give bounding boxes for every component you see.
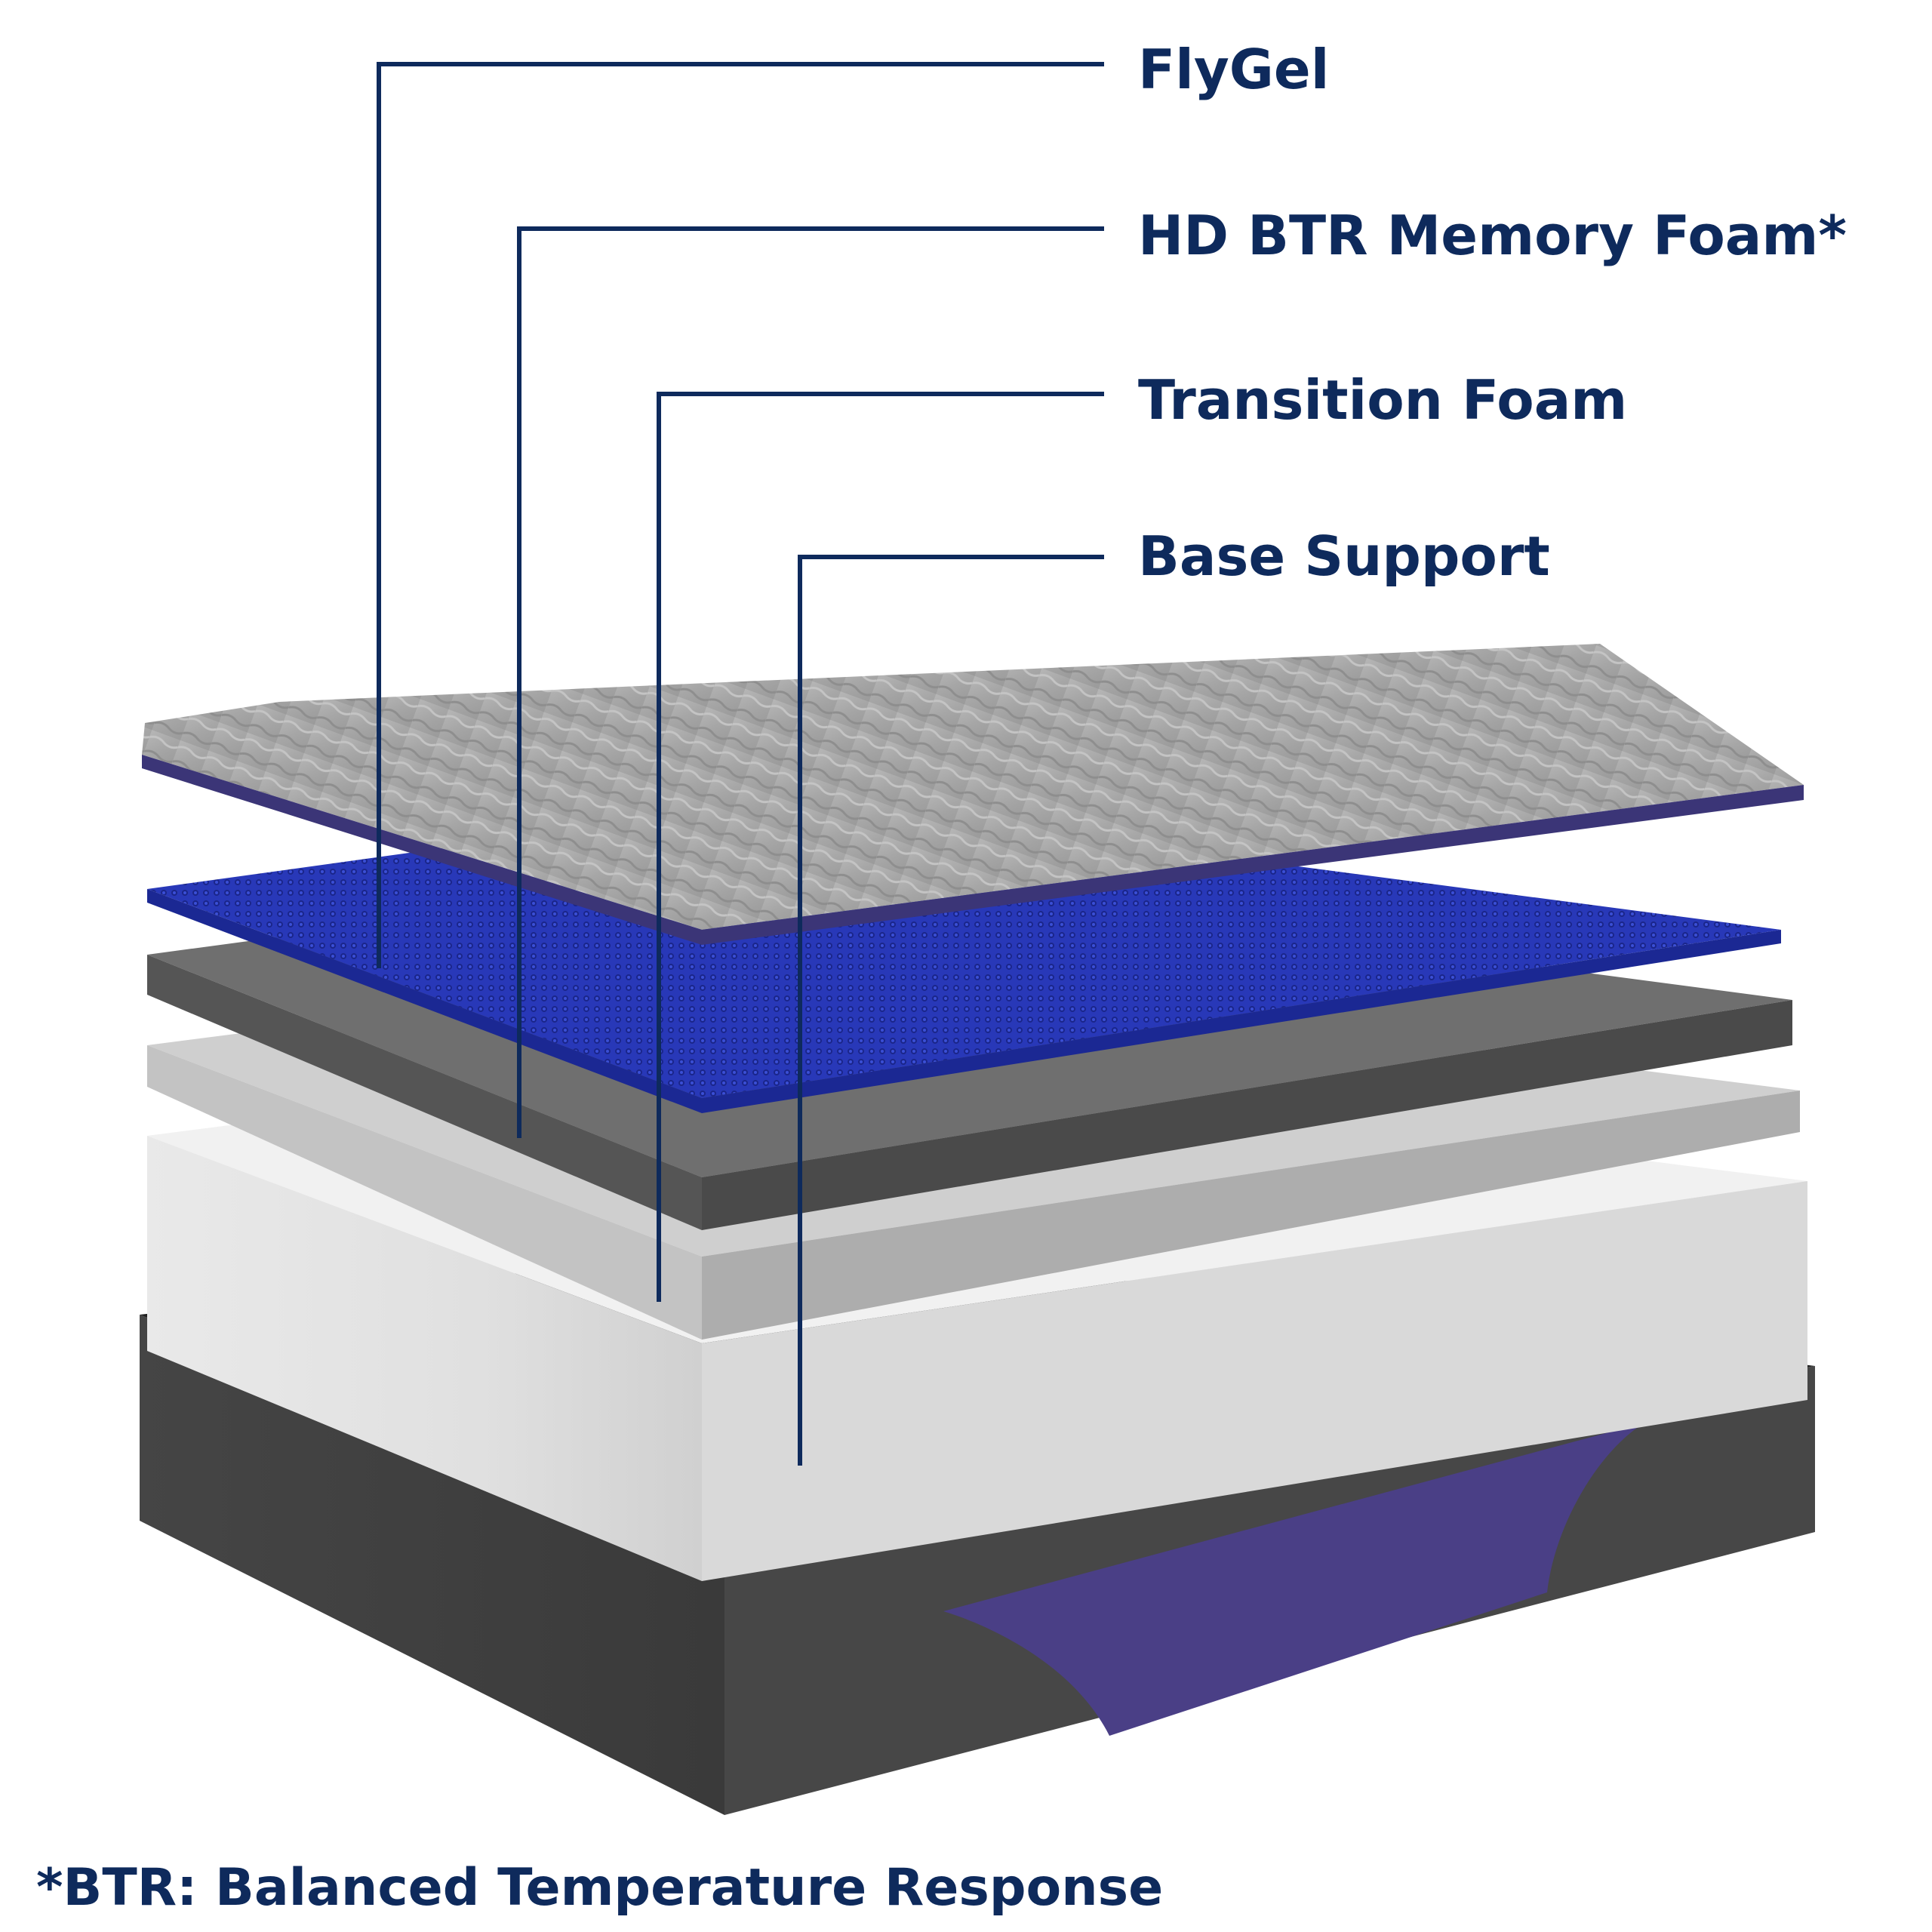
- flygel-label: FlyGel: [1138, 38, 1330, 101]
- base-leader-line: [798, 555, 1104, 1466]
- footnote: *BTR: Balanced Temperature Response: [36, 1858, 1164, 1918]
- accent-purple-panel: [943, 1423, 1645, 1736]
- memory-foam-leader-line: [517, 226, 1104, 1138]
- transition-foam-label: Transition Foam: [1138, 368, 1628, 432]
- flygel-leader-line: [377, 62, 1104, 968]
- callout-lines: [377, 62, 1104, 1466]
- memory-foam-label: HD BTR Memory Foam*: [1138, 204, 1847, 267]
- transition-leader-line: [657, 392, 1104, 1302]
- base-support-label: Base Support: [1138, 525, 1550, 588]
- cover-layer: [142, 644, 1804, 945]
